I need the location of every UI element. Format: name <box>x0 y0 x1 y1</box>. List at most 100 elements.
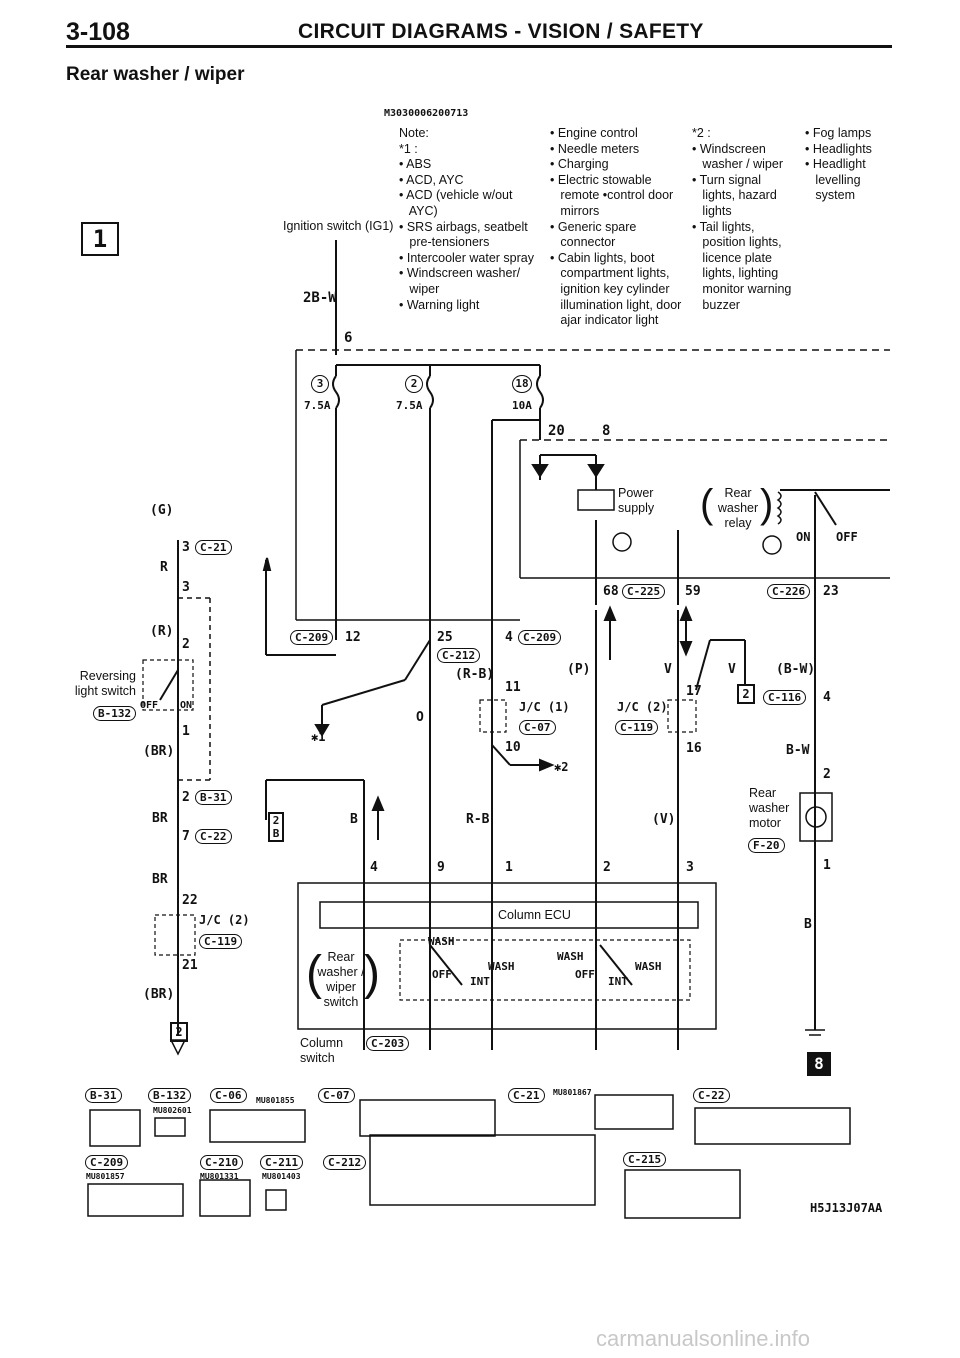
pin-21: 21 <box>182 958 198 973</box>
connector-c225: C-225 <box>622 584 666 599</box>
column-ecu-box <box>319 901 699 929</box>
table-c06: C-06 <box>210 1088 247 1103</box>
connector-c209-right: C-209 <box>518 630 562 645</box>
rear-washer-motor-label: Rear washer motor <box>749 786 790 830</box>
c212-connector-shape <box>369 1134 596 1206</box>
fuse-18-number: 18 <box>512 375 532 393</box>
fuse-18-rating: 10A <box>512 399 532 412</box>
notes-column-3: *2 : • Windscreen washer / wiper • Turn … <box>692 126 792 312</box>
notes-column-2: • Engine control • Needle meters • Charg… <box>550 126 682 328</box>
power-supply-label: Power supply <box>618 486 655 515</box>
wire-color-g: (G) <box>150 503 174 518</box>
jc2-box-right <box>667 699 697 733</box>
wire-color-rb-paren: (R-B) <box>455 667 495 682</box>
wire-color-v-2: V <box>728 662 736 677</box>
notes-column-4: • Fog lamps • Headlights • Headlight lev… <box>805 126 872 203</box>
table-c215: C-215 <box>623 1152 667 1167</box>
int-label-2: INT <box>608 975 628 988</box>
pin-2b: 2 <box>182 790 190 805</box>
table-c22: C-22 <box>693 1088 730 1103</box>
wire-color-br-1: BR <box>152 811 168 826</box>
section-number-8: 8 <box>807 1052 831 1076</box>
connector-c21: C-21 <box>195 540 232 555</box>
figure-code: H5J13J07AA <box>810 1201 883 1215</box>
wire-color-v-paren: (V) <box>652 812 676 827</box>
c07-connector-shape <box>359 1099 496 1137</box>
footer-watermark[interactable]: carmanualsonline.info <box>596 1326 811 1351</box>
jc2-left-label: J/C (2) <box>199 913 250 927</box>
connector-b31: B-31 <box>195 790 232 805</box>
connector-c209-left: C-209 <box>290 630 334 645</box>
fuse-3 <box>332 375 340 409</box>
wire-color-rb: R-B <box>466 812 490 827</box>
rear-washer-relay-label: Rear washer relay <box>717 486 759 530</box>
wire-color-ig1: 2B-W <box>303 290 337 306</box>
ecu-pin-2: 2 <box>603 860 611 875</box>
wire-color-b-left: B <box>350 812 358 827</box>
page-number: 3-108 <box>66 18 130 46</box>
connector-c22: C-22 <box>195 829 232 844</box>
connector-c226: C-226 <box>767 584 811 599</box>
wire-color-br-paren-2: (BR) <box>143 987 175 1002</box>
b31-connector-shape <box>89 1109 141 1147</box>
c21-connector-shape <box>594 1094 674 1130</box>
table-c211-part: MU801403 <box>262 1172 301 1181</box>
pin-12: 12 <box>345 630 361 645</box>
star2-ref: ✱2 <box>554 760 569 774</box>
connector-c203: C-203 <box>366 1036 410 1051</box>
fusible-link-number: 6 <box>344 330 353 346</box>
reversing-light-switch-box <box>142 659 194 711</box>
ecu-pin-9: 9 <box>437 860 445 875</box>
ecu-pin-4: 4 <box>370 860 378 875</box>
ecu-pin-3: 3 <box>686 860 694 875</box>
table-c211: C-211 <box>260 1155 304 1170</box>
wire-color-bw: B-W <box>786 743 810 758</box>
wire-color-br-paren-1: (BR) <box>143 744 175 759</box>
pin-16: 16 <box>686 741 702 756</box>
pin-68: 68 <box>603 584 619 599</box>
rear-washer-wiper-switch-label: Rear washer / wiper switch <box>317 950 365 1009</box>
relay-bracket-left: ( <box>700 482 714 526</box>
wash-label-2: WASH <box>488 960 515 973</box>
wire-color-v-1: V <box>664 662 672 677</box>
table-c06-part: MU801855 <box>256 1096 295 1105</box>
c209-connector-shape <box>87 1183 184 1217</box>
switch-off-label: OFF <box>140 700 159 711</box>
motor-symbol <box>805 806 827 828</box>
relay-transistor <box>612 532 632 552</box>
connector-b132: B-132 <box>93 706 137 721</box>
table-c209-part: MU801857 <box>86 1172 125 1181</box>
relay-on-label: ON <box>796 530 811 544</box>
fuse-3-rating: 7.5A <box>304 399 331 412</box>
header-rule <box>66 45 892 48</box>
ground-ref-left: 2 <box>170 1022 188 1042</box>
table-c210: C-210 <box>200 1155 244 1170</box>
column-ecu-label: Column ECU <box>498 908 571 922</box>
star1-ref: ✱1 <box>311 730 326 744</box>
pin-11: 11 <box>505 680 521 695</box>
connector-c119-right: C-119 <box>615 720 659 735</box>
c211-connector-shape <box>265 1189 287 1211</box>
wire-color-br-2: BR <box>152 872 168 887</box>
c06-connector-shape <box>209 1109 306 1143</box>
diagram-subtitle: Rear washer / wiper <box>66 64 245 85</box>
pin-2a: 2 <box>182 637 190 652</box>
pin-23: 23 <box>823 584 839 599</box>
pin-4b: 4 <box>823 690 831 705</box>
table-c212: C-212 <box>323 1155 367 1170</box>
pin-4: 4 <box>505 630 513 645</box>
jc2-box-left <box>154 914 196 956</box>
table-b132: B-132 <box>148 1088 192 1103</box>
column-switch-label: Column switch <box>300 1036 344 1065</box>
c22-connector-shape <box>694 1107 851 1145</box>
wash-label-4: WASH <box>635 960 662 973</box>
switch-bracket-right: ) <box>364 947 380 1000</box>
page-title: CIRCUIT DIAGRAMS - VISION / SAFETY <box>298 20 704 43</box>
fuse-18 <box>536 375 544 409</box>
power-supply-block <box>577 489 615 511</box>
pin-1a: 1 <box>182 724 190 739</box>
jc2-right-label: J/C (2) <box>617 700 668 714</box>
off-label-2: OFF <box>575 968 595 981</box>
